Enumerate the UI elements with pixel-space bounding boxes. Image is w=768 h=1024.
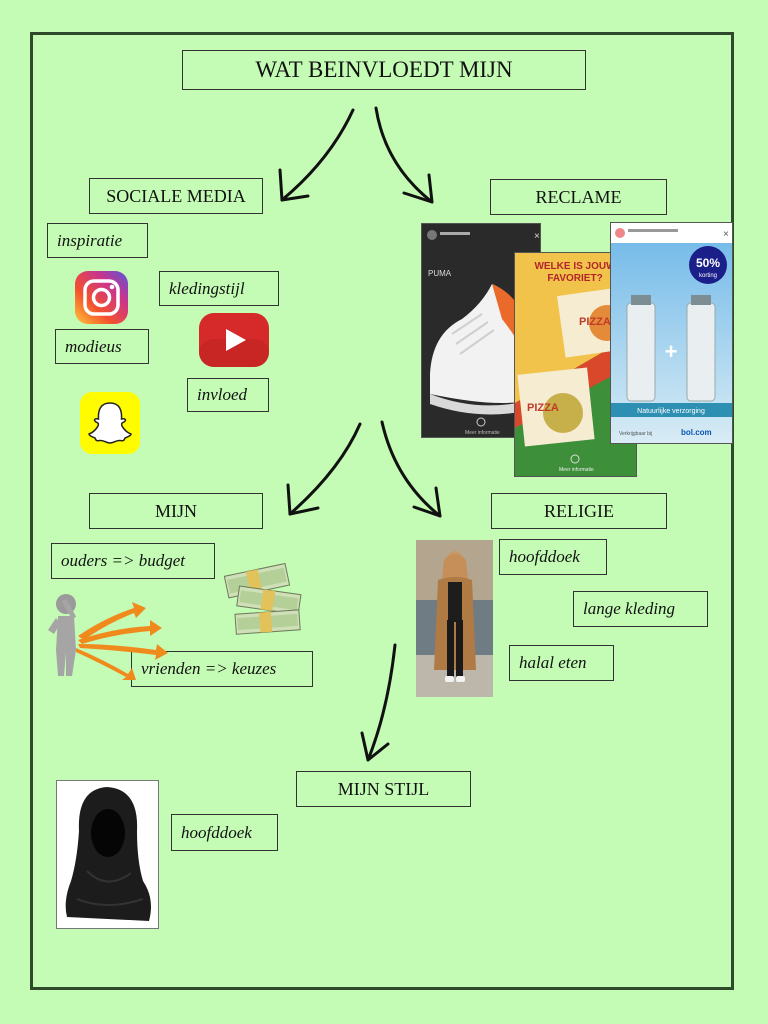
svg-text:korting: korting <box>699 273 717 279</box>
label-lange-kleding: lange kleding <box>573 591 708 627</box>
black-hijab-image <box>56 780 159 929</box>
svg-text:WELKE IS JOUW: WELKE IS JOUW <box>534 261 616 272</box>
svg-text:PIZZA: PIZZA <box>579 316 611 328</box>
svg-text:Verkrijgbaar bij: Verkrijgbaar bij <box>619 431 652 437</box>
label-ouders-budget: ouders => budget <box>51 543 215 579</box>
heading-reclame: RECLAME <box>490 179 667 215</box>
label-inspiratie: inspiratie <box>47 223 148 258</box>
youtube-icon <box>197 309 271 371</box>
shampoo-ad-image: × 50% korting + Natuurlijke verzorging V… <box>610 222 733 444</box>
money-icon <box>223 558 310 640</box>
label-halal-eten: halal eten <box>509 645 614 681</box>
arrow-to-mine <box>286 422 362 516</box>
arrow-to-ads <box>374 106 434 204</box>
page-title: WAT BEINVLOEDT MIJN <box>182 50 586 90</box>
svg-text:×: × <box>723 229 729 240</box>
person-choices-icon <box>44 588 172 680</box>
hijab-woman-photo <box>416 540 493 697</box>
heading-mijn-stijl: MIJN STIJL <box>296 771 471 807</box>
svg-text:FAVORIET?: FAVORIET? <box>547 273 602 284</box>
label-hoofddoek-stijl: hoofddoek <box>171 814 278 851</box>
svg-text:+: + <box>665 339 678 364</box>
svg-text:Natuurlijke verzorging: Natuurlijke verzorging <box>637 408 705 415</box>
label-invloed: invloed <box>187 378 269 412</box>
svg-text:Meer informatie: Meer informatie <box>559 467 594 473</box>
instagram-icon <box>74 270 129 325</box>
arrow-to-religion <box>380 420 442 518</box>
label-hoofddoek-religie: hoofddoek <box>499 539 607 575</box>
heading-social-media: SOCIALE MEDIA <box>89 178 263 214</box>
svg-text:50%: 50% <box>696 256 720 270</box>
arrow-to-social <box>278 108 355 202</box>
snapchat-icon <box>78 390 142 456</box>
svg-text:PUMA: PUMA <box>428 269 452 278</box>
page-frame <box>30 32 734 990</box>
svg-text:×: × <box>534 231 540 242</box>
svg-text:bol.com: bol.com <box>681 428 712 437</box>
arrow-to-style <box>360 643 397 762</box>
heading-religie: RELIGIE <box>491 493 667 529</box>
heading-mijn: MIJN <box>89 493 263 529</box>
label-kledingstijl: kledingstijl <box>159 271 279 306</box>
svg-text:PIZZA: PIZZA <box>527 402 559 414</box>
svg-text:Meer informatie: Meer informatie <box>465 430 500 436</box>
label-modieus: modieus <box>55 329 149 364</box>
